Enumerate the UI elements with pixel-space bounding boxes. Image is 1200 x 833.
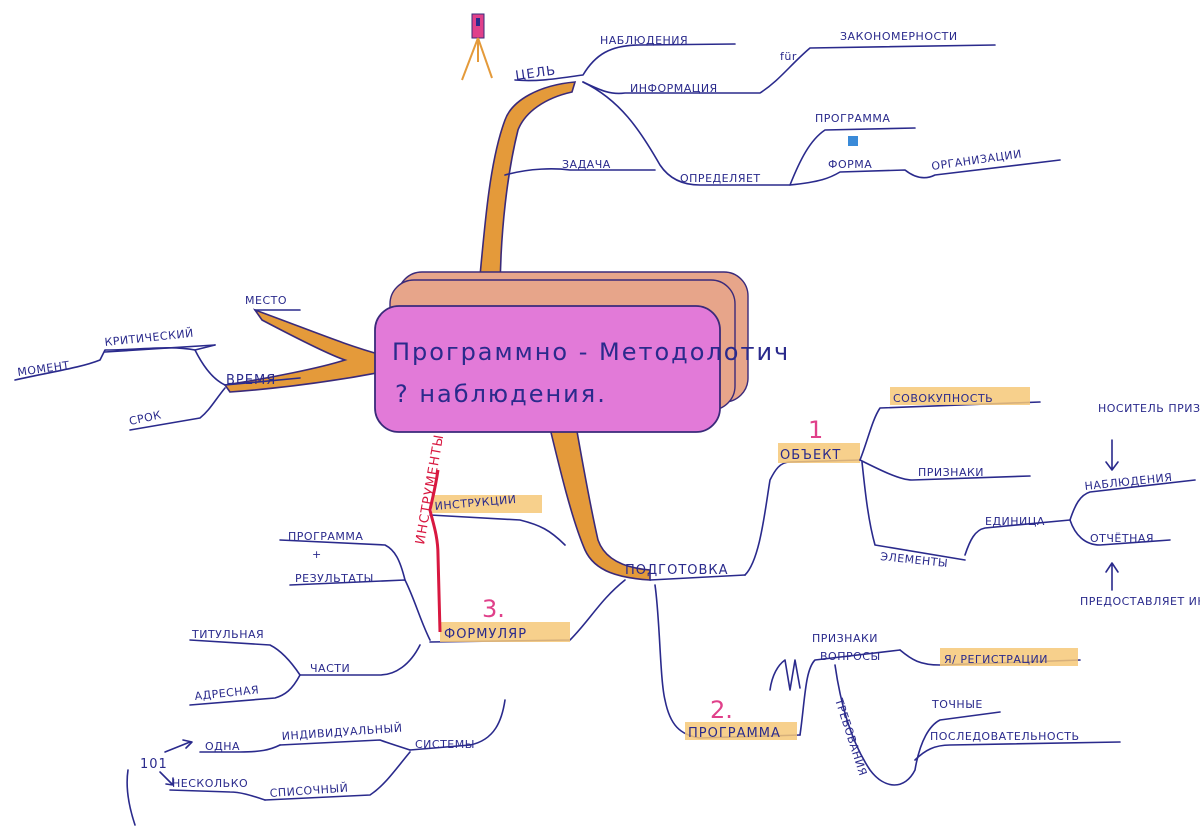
goal-branch: ЦЕЛЬ НАБЛЮДЕНИЯ ИНФОРМАЦИЯ für ЗАКОНОМЕР… <box>504 30 1061 186</box>
form-individual: ИНДИВИДУАЛЬНЫЙ <box>281 722 403 743</box>
form-parts: ЧАСТИ <box>310 662 350 675</box>
program-requirements: ТРЕБОВАНИЯ <box>832 696 870 778</box>
program-questions: ВОПРОСЫ <box>820 650 881 663</box>
object-number: 1 <box>808 416 823 444</box>
central-title-line1: Программно - Методолотич <box>392 338 790 366</box>
form-tools: ИНСТРУМЕНТЫ <box>413 433 447 546</box>
object-totality: СОВОКУПНОСТЬ <box>893 392 993 405</box>
object-label: ОБЪЕКТ <box>780 448 841 463</box>
goal-task: ЗАДАЧА <box>562 158 611 171</box>
goal-form: ФОРМА <box>828 158 872 171</box>
object-highlight <box>778 443 860 463</box>
form-list: СПИСОЧНЫЙ <box>269 782 348 800</box>
form-highlight <box>440 622 570 642</box>
form-label: ФОРМУЛЯР <box>444 627 527 642</box>
totality-highlight <box>890 387 1030 405</box>
form-branch: 3. ФОРМУЛЯР ИНСТРУКЦИИ ИНСТРУМЕНТЫ ПРОГР… <box>126 433 626 826</box>
object-features: ПРИЗНАКИ <box>918 466 984 479</box>
program-registration: Я/ РЕГИСТРАЦИИ <box>944 653 1048 666</box>
object-unit: ЕДИНИЦА <box>985 515 1045 528</box>
prep-label: ПОДГОТОВКА <box>625 563 729 578</box>
goal-defines: ОПРЕДЕЛЯЕТ <box>680 172 761 185</box>
form-ones: 101 <box>140 757 168 772</box>
central-title-line2: ? наблюдения. <box>395 380 607 408</box>
program-highlight <box>685 722 797 740</box>
registration-highlight <box>940 648 1078 666</box>
object-carrier: НОСИТЕЛЬ ПРИЗНАКА <box>1098 402 1200 415</box>
trunk-left <box>223 308 383 393</box>
object-elements: ЭЛЕМЕНТЫ <box>880 550 949 570</box>
goal-program: ПРОГРАММА <box>815 112 890 125</box>
goal-fur: für <box>780 50 797 63</box>
program-sequence: ПОСЛЕДОВАТЕЛЬНОСТЬ <box>930 730 1080 743</box>
program-number: 2. <box>710 696 733 724</box>
trunk-down <box>546 419 651 581</box>
form-systems: СИСТЕМЫ <box>415 738 475 751</box>
time-moment: МОМЕНТ <box>17 359 71 379</box>
form-several: НЕСКОЛЬКО <box>172 777 248 790</box>
program-features-q: ПРИЗНАКИ <box>812 632 878 645</box>
object-report: ОТЧЁТНАЯ <box>1090 532 1154 545</box>
form-results: РЕЗУЛЬТАТЫ <box>295 572 374 585</box>
goal-patterns: ЗАКОНОМЕРНОСТИ <box>840 30 958 43</box>
time-place: МЕСТО <box>245 294 287 307</box>
program-label: ПРОГРАММА <box>688 726 781 741</box>
instructions-highlight <box>432 495 542 513</box>
object-provides: ПРЕДОСТАВЛЯЕТ ИНФОРМАЦИЮ <box>1080 595 1200 608</box>
time-label: ВРЕМЯ <box>226 373 276 388</box>
easel-icon <box>461 13 493 81</box>
time-critical: КРИТИЧЕСКИЙ <box>104 327 194 349</box>
goal-information: ИНФОРМАЦИЯ <box>630 82 718 95</box>
program-branch: 2. ПРОГРАММА ПРИЗНАКИ ВОПРОСЫ Я/ РЕГИСТР… <box>654 584 1121 786</box>
trunk-up <box>477 81 577 299</box>
form-title-part: ТИТУЛЬНАЯ <box>191 628 264 641</box>
goal-label: ЦЕЛЬ <box>514 63 557 84</box>
form-program-plus: ПРОГРАММА <box>288 530 363 543</box>
program-precise: ТОЧНЫЕ <box>931 698 983 711</box>
goal-observations: НАБЛЮДЕНИЯ <box>600 34 688 47</box>
central-topic: Программно - Методолотич ? наблюдения. <box>374 271 790 433</box>
form-plus: + <box>312 548 322 561</box>
goal-organization: ОРГАНИЗАЦИИ <box>931 147 1023 173</box>
cube-icon <box>848 136 858 146</box>
form-one: ОДНА <box>205 740 240 753</box>
form-number: 3. <box>482 595 505 623</box>
object-obs-unit: НАБЛЮДЕНИЯ <box>1084 471 1173 493</box>
